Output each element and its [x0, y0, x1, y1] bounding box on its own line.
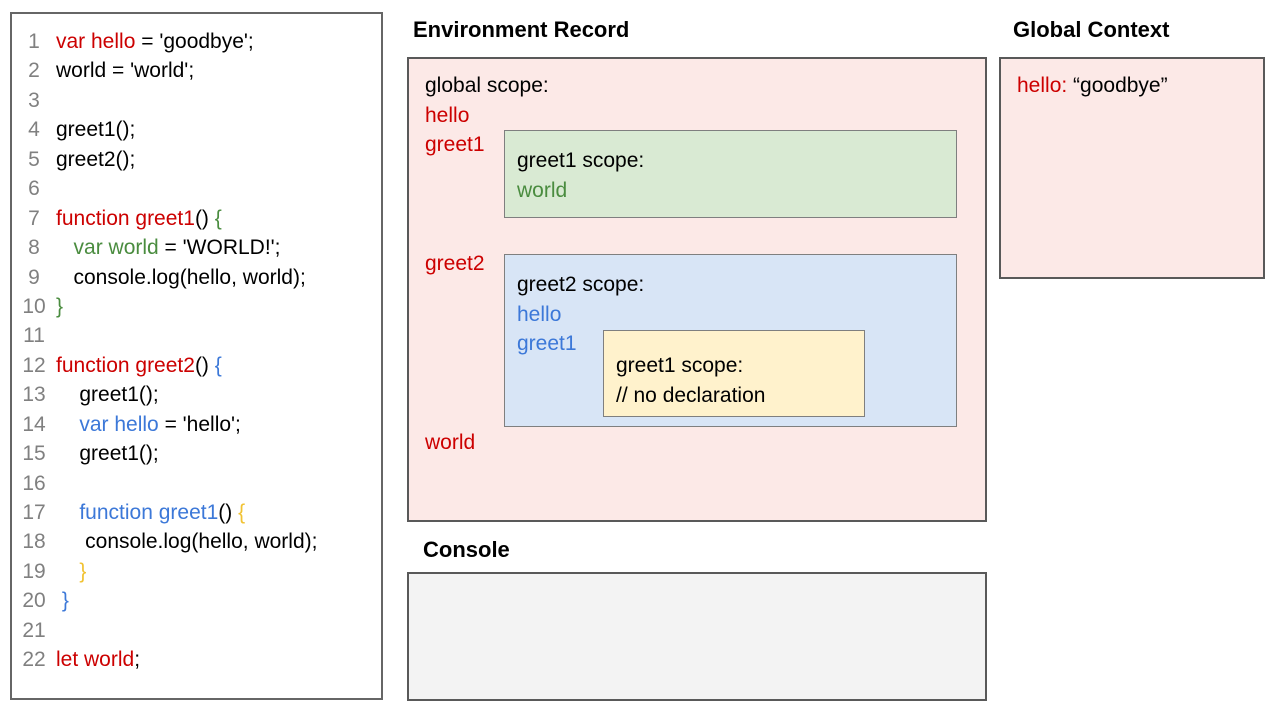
text-line: greet1 scope:	[517, 149, 645, 172]
line-number: 18	[22, 530, 46, 554]
code-text: }	[56, 294, 64, 318]
code-line: 1 var hello = 'goodbye';	[12, 27, 381, 56]
code-text: greet1();	[56, 118, 136, 142]
code-line: 3	[12, 86, 381, 115]
environment-record-title: Environment Record	[413, 17, 630, 42]
line-number: 16	[22, 471, 46, 495]
console-title: Console	[423, 537, 510, 562]
code-text: }	[79, 559, 87, 583]
line-number: 15	[22, 442, 46, 466]
text-line: // no declaration	[616, 383, 766, 407]
line-number: 20	[22, 589, 46, 613]
code-line: 14 var hello = 'hello';	[12, 410, 381, 439]
code-line: 9 console.log(hello, world);	[12, 263, 381, 292]
code-line: 16	[12, 469, 381, 498]
text-line: greet2 scope:	[517, 273, 645, 296]
console-output-box	[407, 572, 987, 701]
line-number: 12	[22, 353, 46, 377]
line-number: 22	[22, 648, 46, 672]
global-context-entries: hello: “goodbye”	[1017, 71, 1168, 101]
line-number: 21	[22, 618, 46, 642]
code-line: 7 function greet1() {	[12, 204, 381, 233]
line-number: 13	[22, 383, 46, 407]
line-number: 11	[23, 324, 45, 348]
line-number: 8	[28, 236, 40, 260]
code-line: 2 world = 'world';	[12, 56, 381, 85]
text-line: hello	[517, 302, 562, 326]
line-number: 3	[28, 88, 40, 112]
line-number: 6	[28, 177, 40, 201]
code-line: 18 console.log(hello, world);	[12, 527, 381, 556]
line-number: 14	[22, 412, 46, 436]
code-text: greet1();	[56, 383, 159, 407]
text-line: greet1 scope:	[616, 354, 744, 377]
code-text: var hello = 'goodbye';	[56, 30, 254, 53]
global-context-box: hello: “goodbye”	[999, 57, 1265, 279]
code-line: 22 let world;	[12, 645, 381, 674]
code-text: var hello = 'hello';	[79, 412, 241, 436]
code-text: function greet1() {	[56, 206, 222, 230]
line-number: 1	[28, 30, 40, 53]
text-line: hello: “goodbye”	[1017, 74, 1168, 97]
text-line: greet1	[517, 332, 577, 355]
code-text: function greet1() {	[79, 501, 246, 524]
line-number: 10	[22, 294, 46, 318]
global-scope-labels: global scope: hello greet1	[425, 71, 549, 160]
code-line: 13 greet1();	[12, 380, 381, 409]
code-line: 17 function greet1() {	[12, 498, 381, 527]
nested-greet1-scope-labels: greet1 scope: // no declaration	[616, 351, 765, 410]
line-number: 9	[28, 265, 40, 289]
code-text: function greet2() {	[56, 353, 222, 377]
code-line: 12 function greet2() {	[12, 351, 381, 380]
text-line: hello	[425, 103, 470, 127]
code-text: world = 'world';	[56, 59, 195, 83]
greet2-scope-labels: greet2 scope: hello greet1	[517, 270, 644, 359]
code-line: 19 }	[12, 557, 381, 586]
text-line: global scope:	[425, 74, 549, 97]
line-number: 4	[28, 118, 40, 142]
line-number: 17	[22, 501, 46, 524]
code-line: 11	[12, 321, 381, 350]
code-text: let world;	[56, 648, 141, 672]
global-scope-box: global scope: hello greet1 greet2 world gr…	[407, 57, 987, 522]
line-number: 19	[22, 559, 46, 583]
text-line: greet2	[425, 252, 485, 275]
line-number: 5	[28, 147, 40, 171]
global-scope-label-world: world	[425, 428, 475, 458]
code-line: 21	[12, 616, 381, 645]
line-number: 2	[28, 59, 40, 83]
text-line: world	[425, 431, 476, 454]
text-line: greet1	[425, 133, 485, 156]
code-text: var world = 'WORLD!';	[73, 236, 281, 260]
global-scope-label-greet2: greet2	[425, 249, 485, 279]
greet1-scope-box: greet1 scope: world	[504, 130, 957, 218]
code-line: 10}	[12, 292, 381, 321]
code-line: 8 var world = 'WORLD!';	[12, 233, 381, 262]
text-line: world	[517, 178, 568, 202]
greet1-scope-labels: greet1 scope: world	[517, 146, 644, 205]
greet2-scope-box: greet2 scope: hello greet1 greet1 scope: //…	[504, 254, 957, 427]
code-line: 6	[12, 174, 381, 203]
code-line: 20 }	[12, 586, 381, 615]
code-text: console.log(hello, world);	[56, 265, 306, 289]
nested-greet1-scope-box: greet1 scope: // no declaration	[603, 330, 865, 417]
code-text: console.log(hello, world);	[56, 530, 318, 554]
code-line: 15 greet1();	[12, 439, 381, 468]
code-text: greet1();	[56, 442, 159, 466]
code-text: }	[61, 589, 69, 613]
code-line: 5 greet2();	[12, 145, 381, 174]
code-line: 4 greet1();	[12, 115, 381, 144]
line-number: 7	[28, 206, 40, 230]
global-context-title: Global Context	[1013, 17, 1170, 42]
code-text: greet2();	[56, 147, 136, 171]
code-panel: 1 var hello = 'goodbye'; 2 world = 'world';…	[10, 12, 383, 700]
